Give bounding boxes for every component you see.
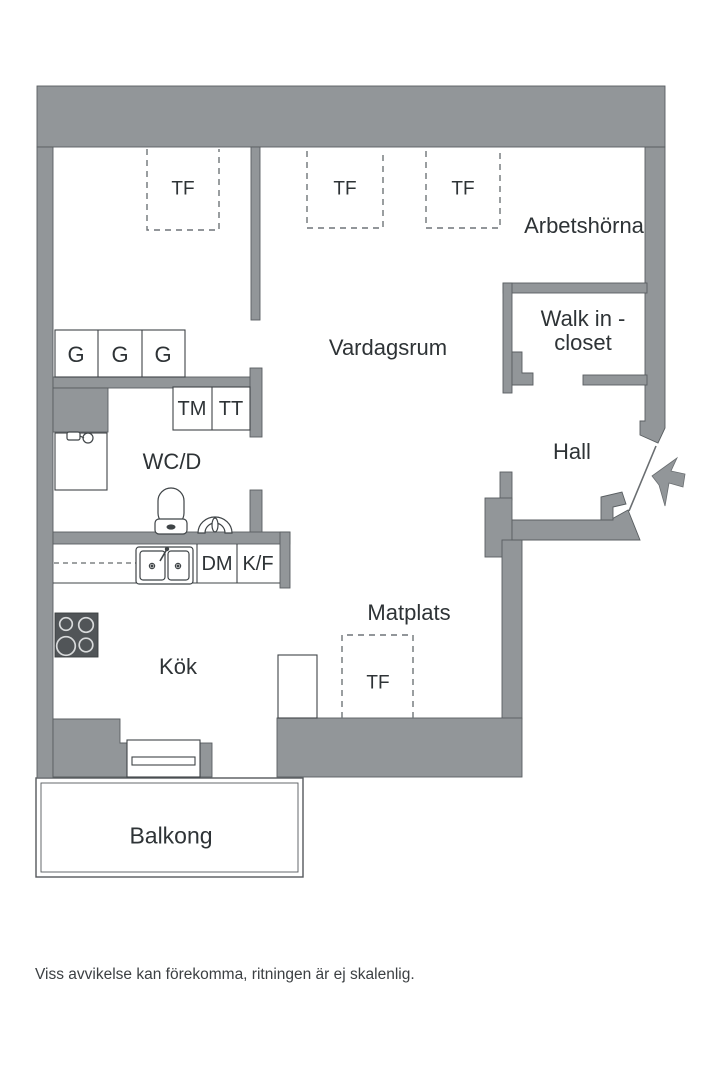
- wall-bedroom-partition: [250, 146, 261, 321]
- wardrobe3-label: G: [154, 341, 172, 367]
- washer-dryer-cells: [172, 386, 251, 431]
- wall-left: [36, 146, 54, 779]
- shower-mixer-icon: [66, 431, 94, 444]
- wall-entry-jamb: [600, 491, 627, 521]
- bedroom-tf-label: TF: [171, 178, 195, 200]
- walk-in-closet-label: Walk in - closet: [541, 307, 626, 355]
- wall-under-wardrobes: [52, 376, 254, 389]
- living-tf1-label: TF: [333, 178, 357, 200]
- wall-hall-stub: [499, 471, 513, 501]
- toilet-icon: [154, 487, 188, 535]
- dining-area-label: Matplats: [367, 599, 451, 625]
- entry-arrow-icon: [651, 456, 686, 507]
- washing-machine-label: TM: [177, 398, 207, 420]
- dishwasher-label: DM: [201, 553, 233, 575]
- pillar: [277, 654, 318, 719]
- wardrobe1-label: G: [67, 341, 85, 367]
- bathroom-sink-icon: [197, 516, 233, 534]
- hall-label: Hall: [553, 438, 591, 464]
- dining-tf-label: TF: [366, 672, 390, 694]
- wall-utility-block: [52, 387, 109, 433]
- wall-fridge-right: [279, 531, 291, 589]
- wall-closet-bottom: [582, 374, 648, 386]
- bathroom-label: WC/D: [142, 448, 202, 474]
- wall-balcony-pier: [199, 742, 213, 778]
- living-tf-box-2: [425, 151, 501, 229]
- tf-dashed-boxes: [146, 149, 501, 718]
- wall-closet-left: [502, 282, 513, 394]
- living-room-label: Vardagsrum: [328, 334, 448, 360]
- wall-closet-jamb: [511, 351, 534, 386]
- wall-hall-bottom: [511, 509, 641, 541]
- wall-wc-right-upper: [249, 367, 263, 438]
- balcony-door-icon: [126, 739, 201, 778]
- walls: [36, 85, 666, 779]
- kitchen-sink-icon: [135, 546, 194, 585]
- fixtures: [53, 329, 318, 778]
- entry-door-leaf: [628, 445, 657, 512]
- stove-icon: [54, 612, 99, 658]
- kitchen-label: Kök: [159, 653, 197, 679]
- wall-hall-vertical: [501, 539, 523, 720]
- wall-closet-top: [502, 282, 648, 294]
- tumble-dryer-label: TT: [218, 398, 244, 420]
- wardrobes: [54, 329, 186, 378]
- living-tf2-label: TF: [451, 178, 475, 200]
- fridge-freezer-label: K/F: [242, 553, 274, 575]
- disclaimer-text: Viss avvikelse kan förekomma, ritningen …: [35, 966, 415, 983]
- balcony-label: Balkong: [129, 822, 213, 849]
- living-tf-box-1: [306, 151, 384, 229]
- shower: [54, 431, 108, 491]
- wall-right: [639, 146, 666, 444]
- walk-in-closet-line2: closet: [554, 330, 612, 355]
- walk-in-closet-line1: Walk in -: [540, 306, 626, 331]
- wardrobe2-label: G: [111, 341, 129, 367]
- wall-top: [36, 85, 666, 148]
- balcony-outline: [35, 777, 304, 878]
- work-corner-label: Arbetshörna: [524, 212, 644, 238]
- wall-bottom-dining: [276, 717, 523, 778]
- wall-bottom-kitchen: [52, 718, 128, 778]
